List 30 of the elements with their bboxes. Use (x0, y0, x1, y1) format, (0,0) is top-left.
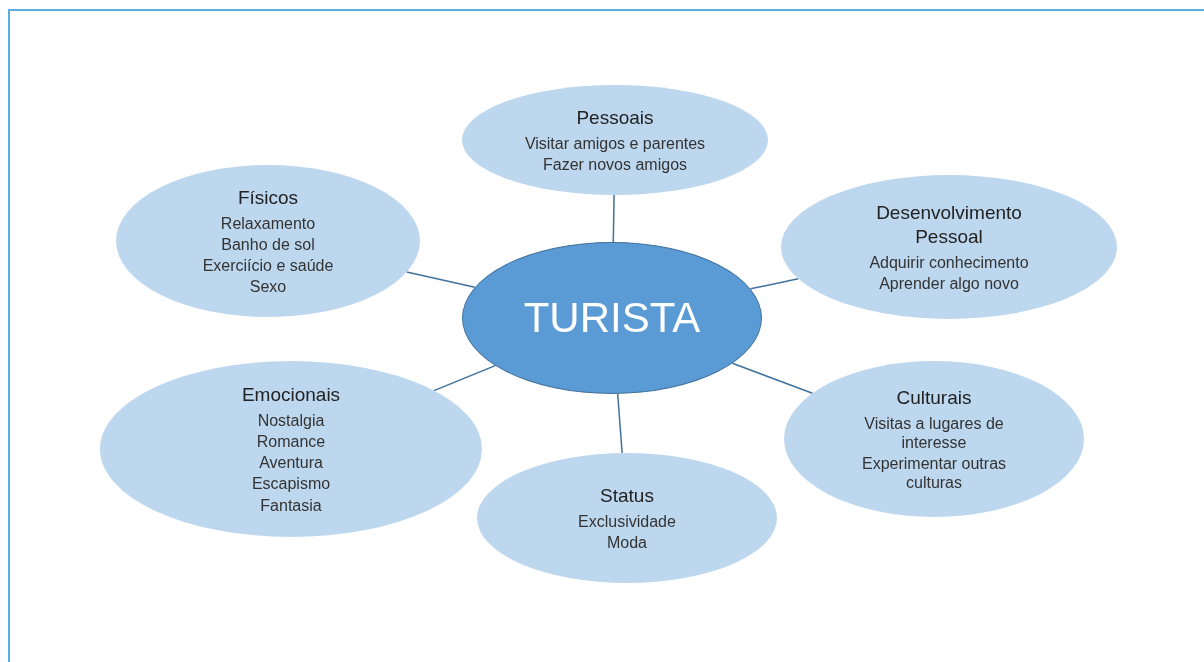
connector-line (749, 278, 799, 290)
category-item: Escapismo (251, 474, 331, 494)
category-item: Experimentar outras culturas (860, 453, 1008, 493)
connector-line (406, 271, 476, 289)
category-item: Romance (256, 432, 326, 452)
category-title: Pessoais (576, 105, 654, 130)
category-item: Aventura (259, 453, 323, 473)
connector-line (731, 362, 814, 395)
category-title: Emocionais (241, 383, 341, 407)
category-title: Status (600, 483, 654, 508)
category-item: Fazer novos amigos (542, 154, 688, 175)
category-item: Exclusividade (578, 511, 676, 531)
category-item: Nostalgia (257, 410, 325, 431)
category-item: Adquirir conhecimento (869, 252, 1029, 272)
connector-line (616, 393, 623, 454)
category-item: Visitas a lugares de interesse (863, 413, 1005, 452)
category-item: Fantasia (260, 495, 322, 515)
category-item: Banho de sol (221, 234, 315, 254)
category-item: Sexo (249, 277, 287, 297)
connector-line (433, 364, 496, 392)
category-item: Aprender algo novo (879, 273, 1019, 293)
category-title: Culturais (896, 385, 972, 410)
central-title: TURISTA (523, 292, 701, 343)
category-item: Visitar amigos e parentes (524, 133, 706, 153)
category-title: Desenvolvimento Pessoal (875, 201, 1023, 249)
category-title: Físicos (237, 185, 299, 210)
category-item: Relaxamento (220, 213, 316, 233)
category-item: Exerciício e saúde (202, 255, 334, 276)
category-item: Moda (607, 532, 647, 553)
connector-line (612, 194, 615, 243)
